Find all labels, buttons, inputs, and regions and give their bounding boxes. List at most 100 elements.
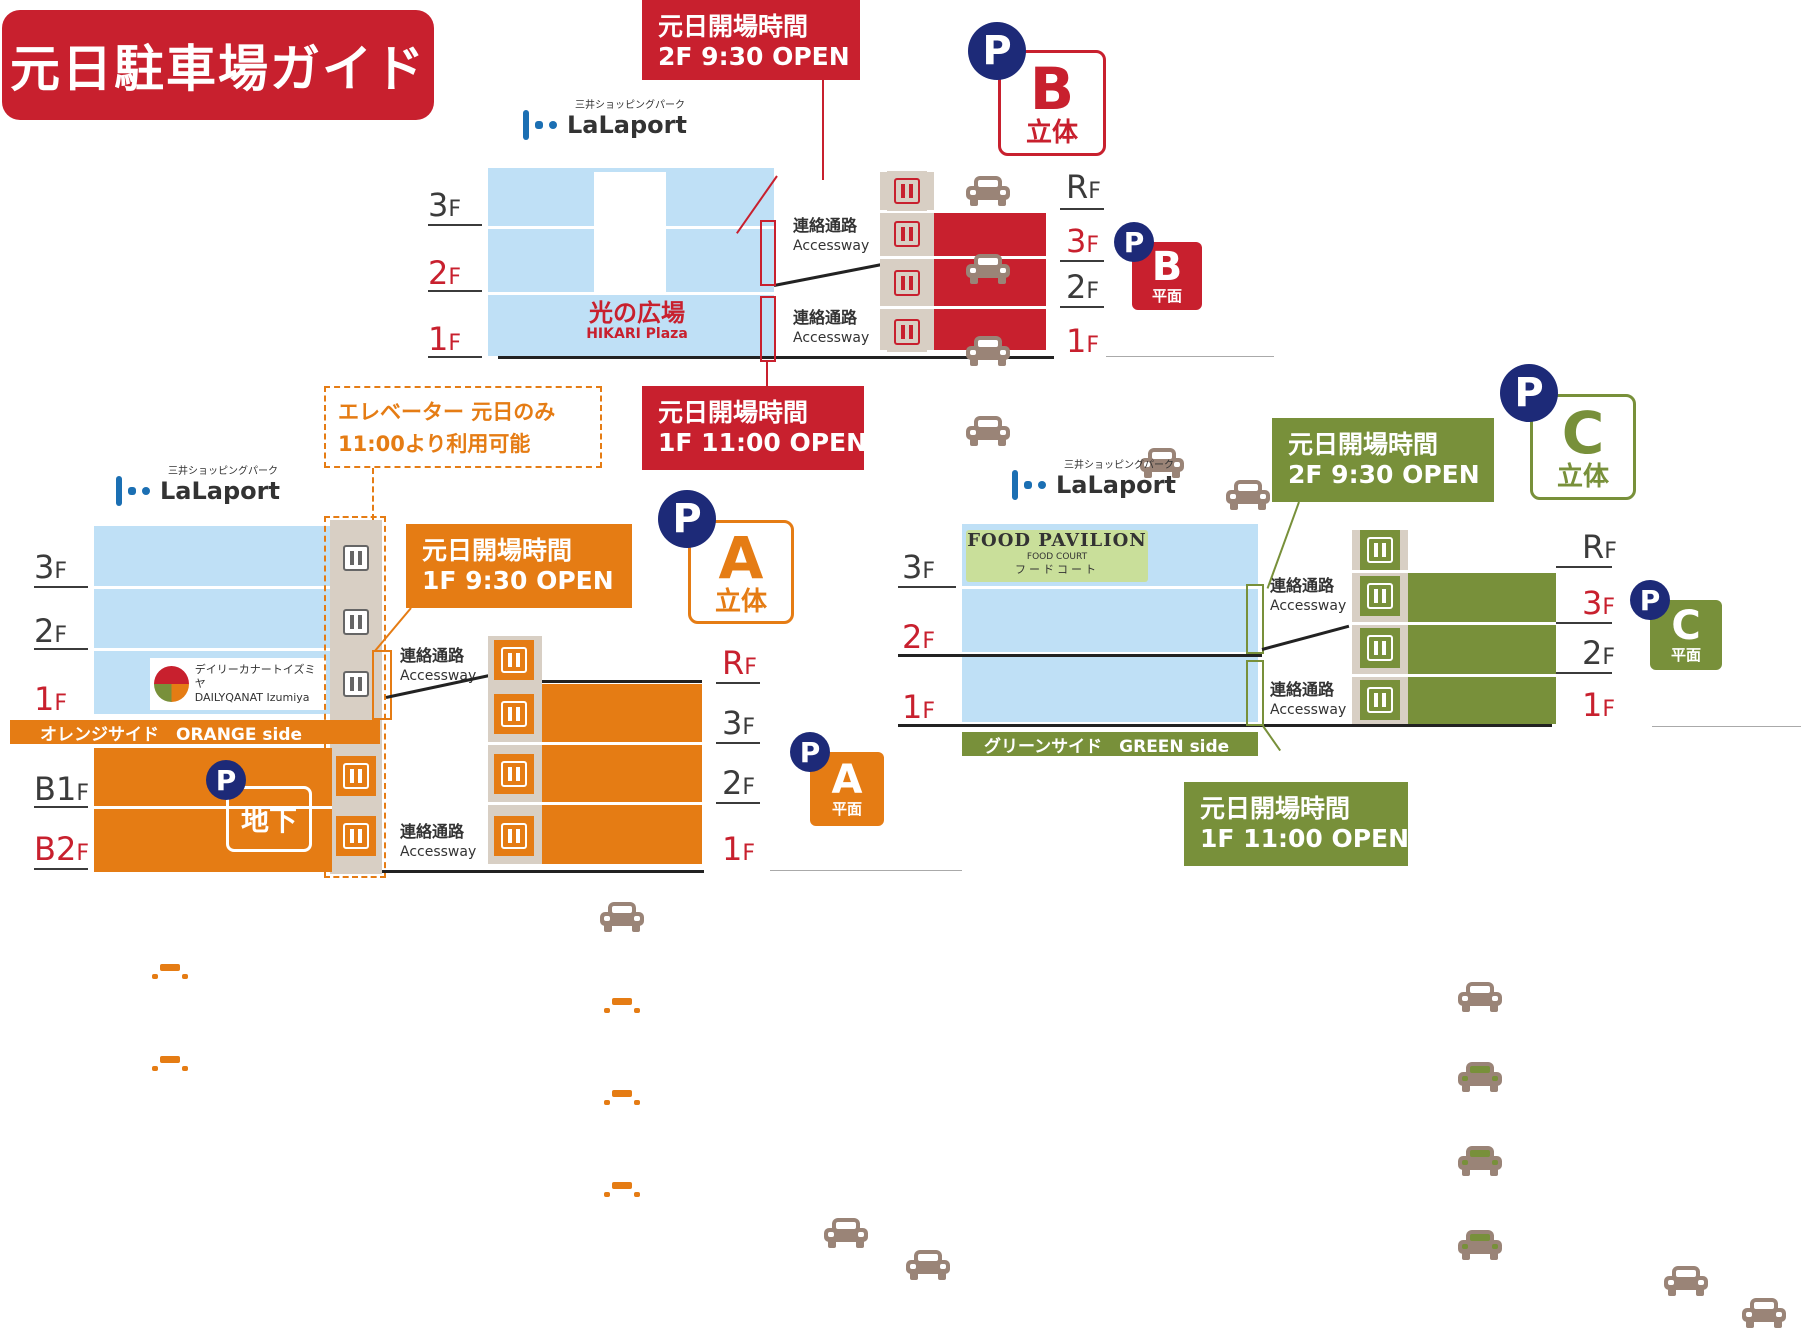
floor-rule: [428, 224, 482, 226]
floor-label-3f: 3F: [34, 548, 68, 586]
parking-a-chika-sign: 地下: [226, 786, 312, 852]
floor-label-1f: 1F: [722, 830, 756, 868]
floor-label-rf: RF: [722, 644, 757, 682]
floor-label-3f: 3F: [428, 186, 462, 224]
floor-divider: [962, 586, 1258, 589]
floor-rule: [34, 806, 88, 808]
floor-divider: [94, 648, 338, 651]
ground-line: [498, 356, 1054, 359]
ground-line: [494, 680, 702, 683]
parking-p-icon: P: [1630, 580, 1670, 620]
car-icon: [148, 1050, 192, 1082]
brand-sub: 三井ショッピングパーク: [1064, 460, 1174, 471]
parking-p-icon: P: [968, 22, 1026, 80]
accessway-marker-1f: [760, 296, 776, 362]
floor-label-2f: 2F: [1582, 634, 1616, 672]
elevator-icon: [336, 538, 376, 578]
daily-qanat-label: デイリーカナートイズミヤ DAILYQANAT Izumiya: [150, 658, 326, 710]
floor-label-1f: 1F: [1582, 686, 1616, 724]
food-jp: フードコート: [1015, 563, 1099, 576]
brand-name: LaLaport: [1056, 471, 1176, 499]
callout-leader: [822, 80, 824, 180]
floor-divider: [962, 652, 1258, 655]
logo-mark-icon: [116, 476, 150, 506]
parking-p-icon: P: [1114, 222, 1154, 262]
floor-label-1f: 1F: [902, 688, 936, 726]
elevator-icon: [494, 640, 534, 680]
floor-rule: [716, 802, 760, 804]
hikari-plaza-label: 光の広場 HIKARI Plaza: [572, 300, 702, 342]
accessway-marker-1f: [1246, 660, 1264, 726]
car-icon: [1742, 1296, 1786, 1328]
elevator-icon: [887, 263, 927, 303]
brand-name: LaLaport: [160, 477, 280, 505]
car-icon: [600, 992, 644, 1024]
green-side-band: グリーンサイド GREEN side: [962, 732, 1258, 757]
floor-divider: [94, 586, 338, 589]
logo-mark-icon: [523, 110, 557, 140]
daily-jp: デイリーカナートイズミヤ: [194, 663, 316, 690]
floor-label-3f: 3F: [722, 704, 756, 742]
elevator-icon: [336, 816, 376, 856]
floor-label-3f: 3F: [1066, 222, 1100, 260]
floor-divider: [1352, 674, 1556, 677]
floor-label-2f: 2F: [34, 612, 68, 650]
elevator-icon: [887, 214, 927, 254]
elevator-icon: [1360, 530, 1400, 570]
floor-label-b2f: B2F: [34, 830, 89, 868]
daily-en: DAILYQANAT Izumiya: [194, 691, 310, 704]
floor-divider: [1352, 570, 1556, 573]
floor-label-3f: 3F: [902, 548, 936, 586]
logo-mark-icon: [1012, 470, 1046, 500]
car-icon: [1458, 1060, 1502, 1092]
elevator-icon: [494, 754, 534, 794]
car-icon: [824, 1216, 868, 1248]
lalaport-logo: 三井ショッピングパーク LaLaport: [116, 466, 280, 506]
brand-sub: 三井ショッピングパーク: [575, 100, 685, 111]
floor-rule: [1060, 208, 1104, 210]
page-title: 元日駐車場ガイド: [2, 10, 434, 120]
car-icon: [966, 334, 1010, 366]
callout-leader: [1262, 725, 1282, 752]
floor-rule: [1060, 260, 1104, 262]
floor-rule: [1556, 622, 1612, 624]
elevator-icon: [887, 312, 927, 352]
floor-label-1f: 1F: [428, 320, 462, 358]
parking-p-icon: P: [790, 732, 830, 772]
floor-rule: [1556, 672, 1612, 674]
food-sub: FOOD COURT: [1026, 552, 1088, 562]
car-icon: [966, 414, 1010, 446]
floor-rule: [34, 586, 88, 588]
ground-line: [382, 870, 704, 873]
ground-line: [898, 724, 1552, 727]
daily-qanat-logo-icon: [154, 666, 189, 702]
floor-label-rf: RF: [1582, 528, 1617, 566]
car-icon: [1458, 1144, 1502, 1176]
brand-sub: 三井ショッピングパーク: [168, 466, 278, 477]
elevator-icon: [1360, 576, 1400, 616]
lalaport-logo: 三井ショッピングパーク LaLaport: [523, 100, 687, 140]
floor-label-2f: 2F: [722, 764, 756, 802]
parking-a-structure: [542, 684, 702, 864]
accessway-marker-2f: [760, 220, 776, 286]
food-pavilion-label: FOOD PAVILION FOOD COURT フードコート: [966, 530, 1148, 582]
food-title: FOOD PAVILION: [967, 530, 1147, 551]
floor-label-1f: 1F: [1066, 322, 1100, 360]
accessway-marker-2f: [1246, 584, 1264, 654]
ground-line: [1106, 356, 1274, 357]
floor-divider: [488, 802, 702, 805]
elevator-icon: [1360, 680, 1400, 720]
elevator-icon: [494, 816, 534, 856]
floor-rule: [716, 682, 760, 684]
floor-divider: [488, 742, 702, 745]
